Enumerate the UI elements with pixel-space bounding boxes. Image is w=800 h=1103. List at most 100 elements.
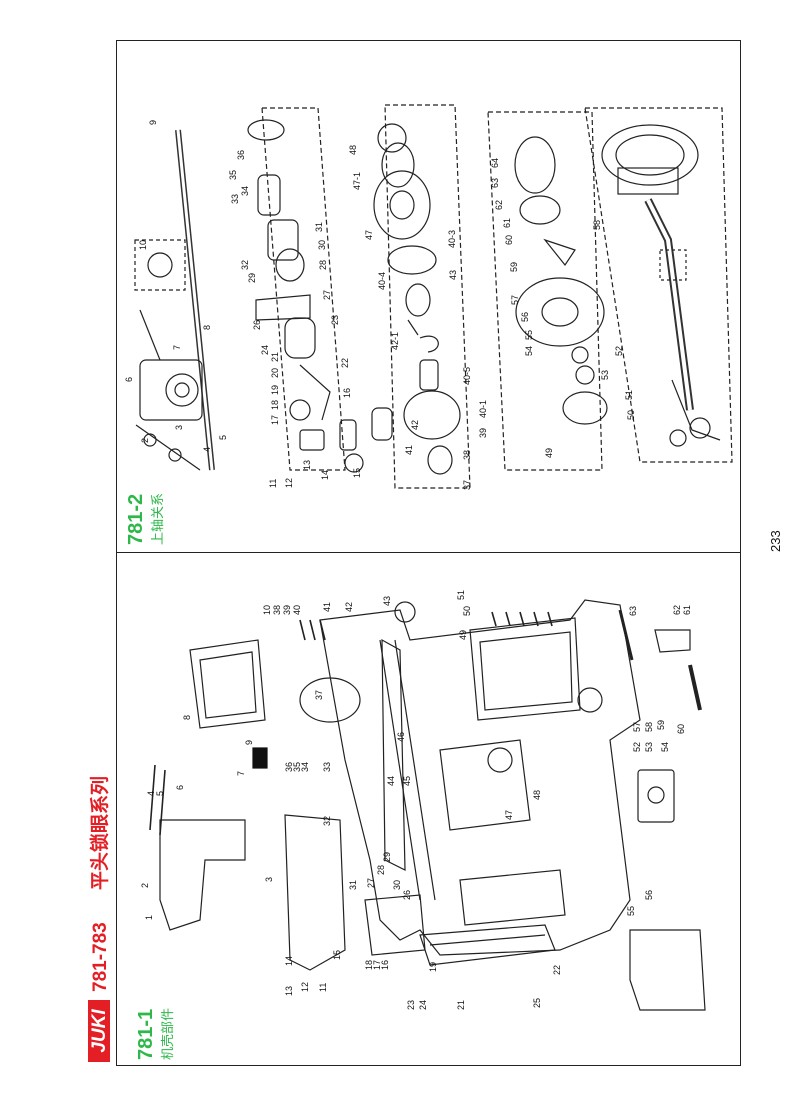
part-number: 5 (218, 435, 228, 440)
part-number: 13 (302, 460, 312, 470)
part-number: 7 (172, 345, 182, 350)
part-number: 8 (182, 715, 192, 720)
part-number: 52 (614, 346, 624, 356)
part-number: 25 (532, 998, 542, 1008)
svg-text:JUKI: JUKI (89, 1009, 110, 1053)
part-number: 58 (644, 722, 654, 732)
part-number: 44 (386, 776, 396, 786)
part-number: 26 (402, 890, 412, 900)
part-number: 16 (380, 960, 390, 970)
part-number: 53 (644, 742, 654, 752)
part-number: 15 (332, 950, 342, 960)
part-number: 4 (146, 791, 156, 796)
part-number: 18 (364, 960, 374, 970)
section-name: 机壳部件 (160, 1008, 175, 1060)
part-number: 15 (352, 468, 362, 478)
part-number: 59 (509, 262, 519, 272)
part-number: 2 (140, 883, 150, 888)
part-number: 60 (676, 724, 686, 734)
part-number: 22 (552, 965, 562, 975)
part-number: 42 (344, 602, 354, 612)
part-number: 51 (456, 590, 466, 600)
part-number: 36 (284, 762, 294, 772)
diagram-machine-casing (149, 599, 706, 1011)
part-number: 57 (632, 722, 642, 732)
part-number: 19 (270, 385, 280, 395)
part-number: 26 (252, 320, 262, 330)
part-number: 48 (532, 790, 542, 800)
part-number: 41 (404, 445, 414, 455)
part-number: 18 (270, 400, 280, 410)
part-number: 55 (626, 906, 636, 916)
section-code: 781-1 (135, 1009, 157, 1060)
part-number: 59 (656, 720, 666, 730)
part-number: 20 (270, 368, 280, 378)
part-number: 40-1 (478, 400, 488, 418)
part-number: 47 (504, 810, 514, 820)
part-number: 62 (494, 200, 504, 210)
part-number: 31 (314, 222, 324, 232)
callouts-upper-shaft: 9 10 7 8 6 2 3 4 5 11 12 13 14 15 16 17 … (124, 120, 636, 490)
part-number: 40-3 (447, 230, 457, 248)
part-number: 17 (372, 960, 382, 970)
part-number: 37 (314, 690, 324, 700)
part-number: 29 (247, 273, 257, 283)
part-number: 46 (396, 732, 406, 742)
page-frame (116, 40, 741, 1066)
catalog-series-title: 平头锁眼系列 (88, 776, 111, 890)
part-number: 42-1 (390, 332, 400, 350)
part-number: 13 (284, 986, 294, 996)
part-number: 55 (524, 330, 534, 340)
part-number: 54 (524, 346, 534, 356)
part-number: 2 (140, 438, 150, 443)
part-number: 27 (322, 290, 332, 300)
part-number: 23 (406, 1000, 416, 1010)
part-number: 40 (292, 605, 302, 615)
part-number: 40-5 (462, 367, 472, 385)
part-number: 49 (458, 630, 468, 640)
part-number: 3 (264, 877, 274, 882)
part-number: 38 (272, 605, 282, 615)
part-number: 64 (490, 158, 500, 168)
part-number: 12 (300, 982, 310, 992)
part-number: 31 (348, 880, 358, 890)
part-number: 7 (236, 771, 246, 776)
section-name: 上轴关系 (150, 493, 165, 545)
part-number: 43 (448, 270, 458, 280)
part-number: 47 (364, 230, 374, 240)
part-number: 30 (392, 880, 402, 890)
part-number: 52 (632, 742, 642, 752)
part-number: 11 (318, 983, 328, 992)
part-number: 9 (148, 120, 158, 125)
callouts-machine-casing: 1 2 3 4 5 6 7 8 9 10 11 12 13 14 15 16 1… (140, 590, 692, 1010)
diagram-upper-shaft (134, 104, 733, 489)
part-number: 33 (322, 762, 332, 772)
section-label-781-1: 781-1 机壳部件 (135, 1008, 175, 1060)
part-number: 58 (592, 220, 602, 230)
part-number: 36 (236, 150, 246, 160)
part-number: 54 (660, 742, 670, 752)
part-number: 8 (202, 325, 212, 330)
part-number: 35 (292, 762, 302, 772)
part-number: 53 (600, 370, 610, 380)
part-number: 34 (300, 762, 310, 772)
part-number: 42 (410, 420, 420, 430)
part-number: 6 (175, 785, 185, 790)
part-number: 39 (478, 428, 488, 438)
part-number: 38 (462, 450, 472, 460)
part-number: 61 (502, 218, 512, 228)
part-number: 56 (520, 312, 530, 322)
part-number: 33 (230, 194, 240, 204)
part-number: 63 (628, 606, 638, 616)
part-number: 17 (270, 415, 280, 425)
part-number: 19 (428, 962, 438, 972)
juki-logo: JUKI (88, 1000, 110, 1062)
part-number: 30 (317, 240, 327, 250)
part-number: 57 (510, 295, 520, 305)
part-number: 9 (244, 740, 254, 745)
part-number: 45 (402, 776, 412, 786)
part-number: 27 (366, 878, 376, 888)
page-number: 233 (768, 530, 783, 552)
part-number: 21 (456, 1000, 466, 1010)
